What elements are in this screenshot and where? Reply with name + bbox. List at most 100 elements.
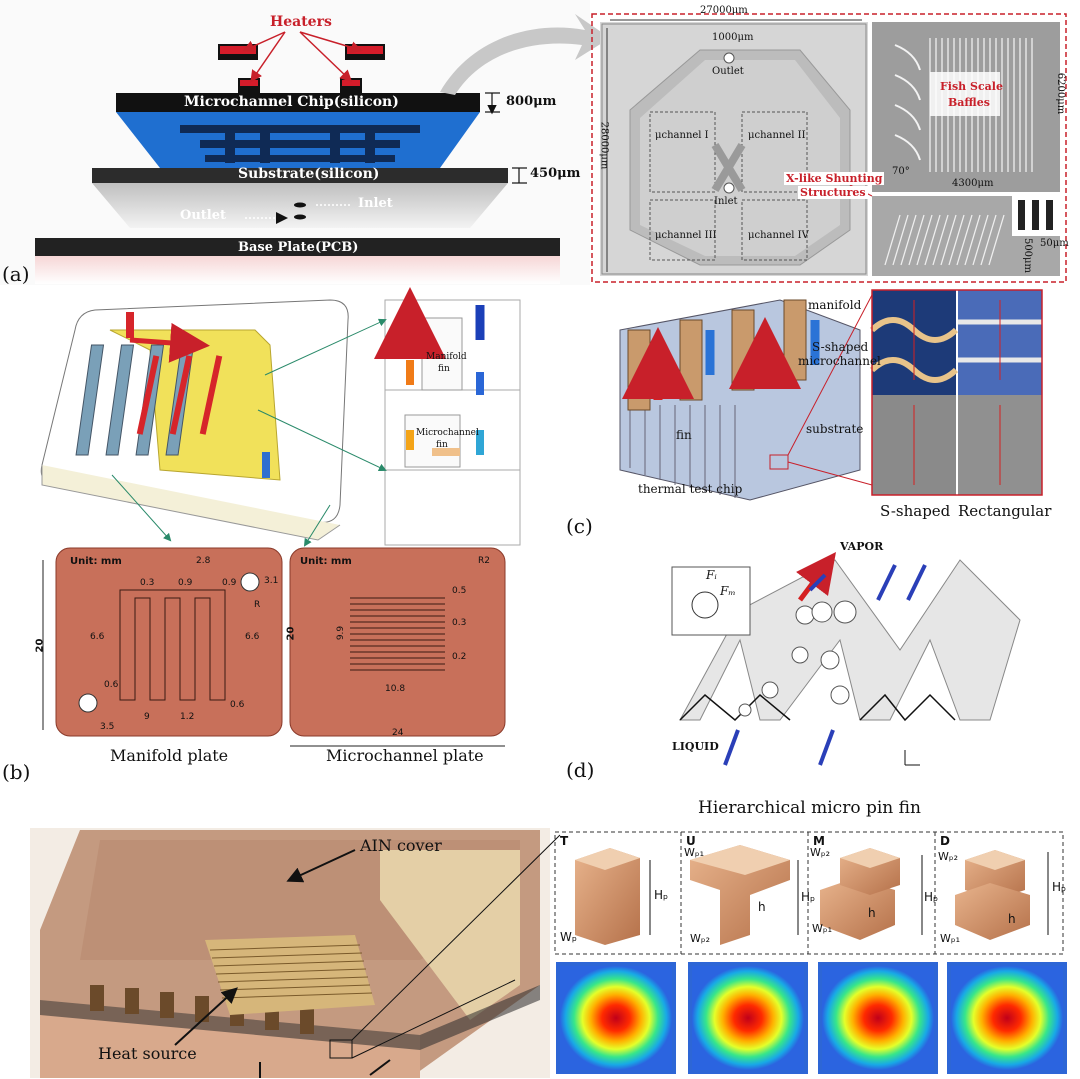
force-fm: Fₘ (720, 584, 736, 598)
dim-3-1: 3.1 (264, 576, 279, 586)
panel-a-letter: (a) (2, 262, 30, 286)
width-dim: 27000μm (700, 5, 748, 16)
sem-outlet: Outlet (712, 66, 744, 77)
substrate-label: Substrate(silicon) (238, 166, 380, 182)
angle-70: 70° (892, 166, 910, 177)
t-wp: Wₚ (560, 930, 578, 944)
base-plate-label: Base Plate(PCB) (238, 240, 359, 255)
dim-6200: 6200μm (1055, 72, 1067, 115)
inlet-label: Inlet (358, 196, 393, 211)
uchannel-3: μchannel III (655, 230, 717, 241)
fish-scale-2: Baffles (948, 96, 990, 109)
test-chip-label: thermal test chip (638, 482, 743, 496)
u-hp: Hₚ (801, 890, 816, 904)
dim-1-2: 1.2 (180, 712, 195, 722)
d-hp: Hₚ (1052, 880, 1067, 894)
substrate-label-c: substrate (806, 422, 864, 436)
outlet-dim: 1000μm (712, 32, 754, 43)
micro-fin-2: fin (436, 440, 448, 450)
height-dim: 28000μm (598, 121, 610, 170)
dim-9-9: 9.9 (336, 625, 347, 641)
d-wp2: Wₚ₂ (938, 850, 958, 863)
dim-r: R (254, 600, 261, 610)
caption-s-shaped: S-shaped (880, 502, 951, 520)
panel-b-letter: (b) (2, 760, 31, 784)
x-shunt-2: Structures (798, 186, 868, 199)
dim-0-6-a: 0.6 (104, 680, 119, 690)
vapor-label: VAPOR (840, 540, 884, 553)
d-wp1: Wₚ₁ (940, 932, 960, 945)
dim-10-8: 10.8 (385, 684, 406, 694)
panel-a-sem (591, 13, 1067, 283)
chip-thickness: 800μm (506, 94, 557, 109)
dim-3-5: 3.5 (100, 722, 115, 732)
liquid-label: LIQUID (672, 740, 719, 753)
m-h: h (868, 906, 876, 920)
uchannel-1: μchannel I (655, 130, 709, 141)
force-fi: Fᵢ (706, 568, 717, 582)
panel-d-letter: (d) (566, 758, 595, 782)
m-wp2: Wₚ₂ (810, 846, 830, 859)
heat-source-label: Heat source (98, 1044, 197, 1063)
manifold-label: manifold (808, 298, 862, 312)
dim-0-2: 0.2 (452, 652, 467, 662)
u-h: h (758, 900, 766, 914)
uchannel-2: μchannel II (748, 130, 806, 141)
x-shunt-1: X-like Shunting (784, 172, 885, 185)
dim-20-a: 20 (34, 638, 46, 653)
unit-label-1: Unit: mm (70, 556, 122, 567)
dim-0-3-b: 0.3 (452, 618, 467, 628)
micro-fin-1: Microchannel (416, 428, 479, 438)
substrate-layer (92, 168, 508, 183)
panel-b-drawings (40, 287, 521, 747)
dim-4300: 4300μm (952, 178, 994, 189)
microchannel-plate-caption: Microchannel plate (326, 746, 484, 765)
dim-0-6-b: 0.6 (230, 700, 245, 710)
m-hp: Hₚ (924, 890, 939, 904)
outlet-label: Outlet (180, 208, 226, 223)
dim-0-3: 0.3 (140, 578, 155, 588)
uchannel-4: μchannel IV (748, 230, 809, 241)
d-h: h (1008, 912, 1016, 926)
u-wp1: Wₚ₁ (684, 846, 704, 859)
pin-type-m: M (813, 834, 825, 848)
panel-c-letter: (c) (566, 514, 593, 538)
manifold-fin-1: Manifold (426, 352, 467, 362)
dim-20-b: 20 (285, 626, 297, 641)
dim-6-6-a: 6.6 (90, 632, 105, 642)
chip-label: Microchannel Chip(silicon) (184, 94, 399, 110)
sem-inlet: Inlet (714, 196, 738, 207)
dim-9: 9 (144, 712, 150, 722)
base-plate (35, 238, 560, 256)
hierarchical-title: Hierarchical micro pin fin (698, 798, 921, 818)
dim-6-6-b: 6.6 (245, 632, 260, 642)
u-wp2: Wₚ₂ (690, 932, 710, 945)
manifold-fin-2: fin (438, 364, 450, 374)
t-hp: Hₚ (654, 888, 669, 902)
dim-0-5: 0.5 (452, 586, 467, 596)
dim-0-9-b: 0.9 (222, 578, 237, 588)
pin-type-d: D (940, 834, 950, 848)
heaters-label: Heaters (270, 14, 332, 30)
dim-50: 50μm (1040, 238, 1069, 249)
m-wp1: Wₚ₁ (812, 922, 832, 935)
pin-type-u: U (686, 834, 696, 848)
fin-label: fin (676, 428, 692, 442)
pin-type-t: T (560, 834, 569, 848)
chip-top (116, 93, 480, 112)
substrate-thickness: 450μm (530, 166, 581, 181)
dim-0-9-a: 0.9 (178, 578, 193, 588)
s-shaped-label-1: S-shaped (812, 340, 869, 354)
aln-cover-label: AIN cover (360, 836, 442, 855)
manifold-plate-caption: Manifold plate (110, 746, 229, 765)
fish-scale-1: Fish Scale (940, 80, 1003, 93)
s-shaped-label-2: microchannel (798, 354, 881, 368)
dim-r2: R2 (478, 556, 490, 566)
panel-a-stack (0, 0, 610, 285)
unit-label-2: Unit: mm (300, 556, 352, 567)
dim-24: 24 (392, 728, 404, 738)
dim-2-8: 2.8 (196, 556, 211, 566)
dim-500: 500μm (1022, 237, 1034, 274)
panel-e-drawing (30, 828, 1067, 1078)
